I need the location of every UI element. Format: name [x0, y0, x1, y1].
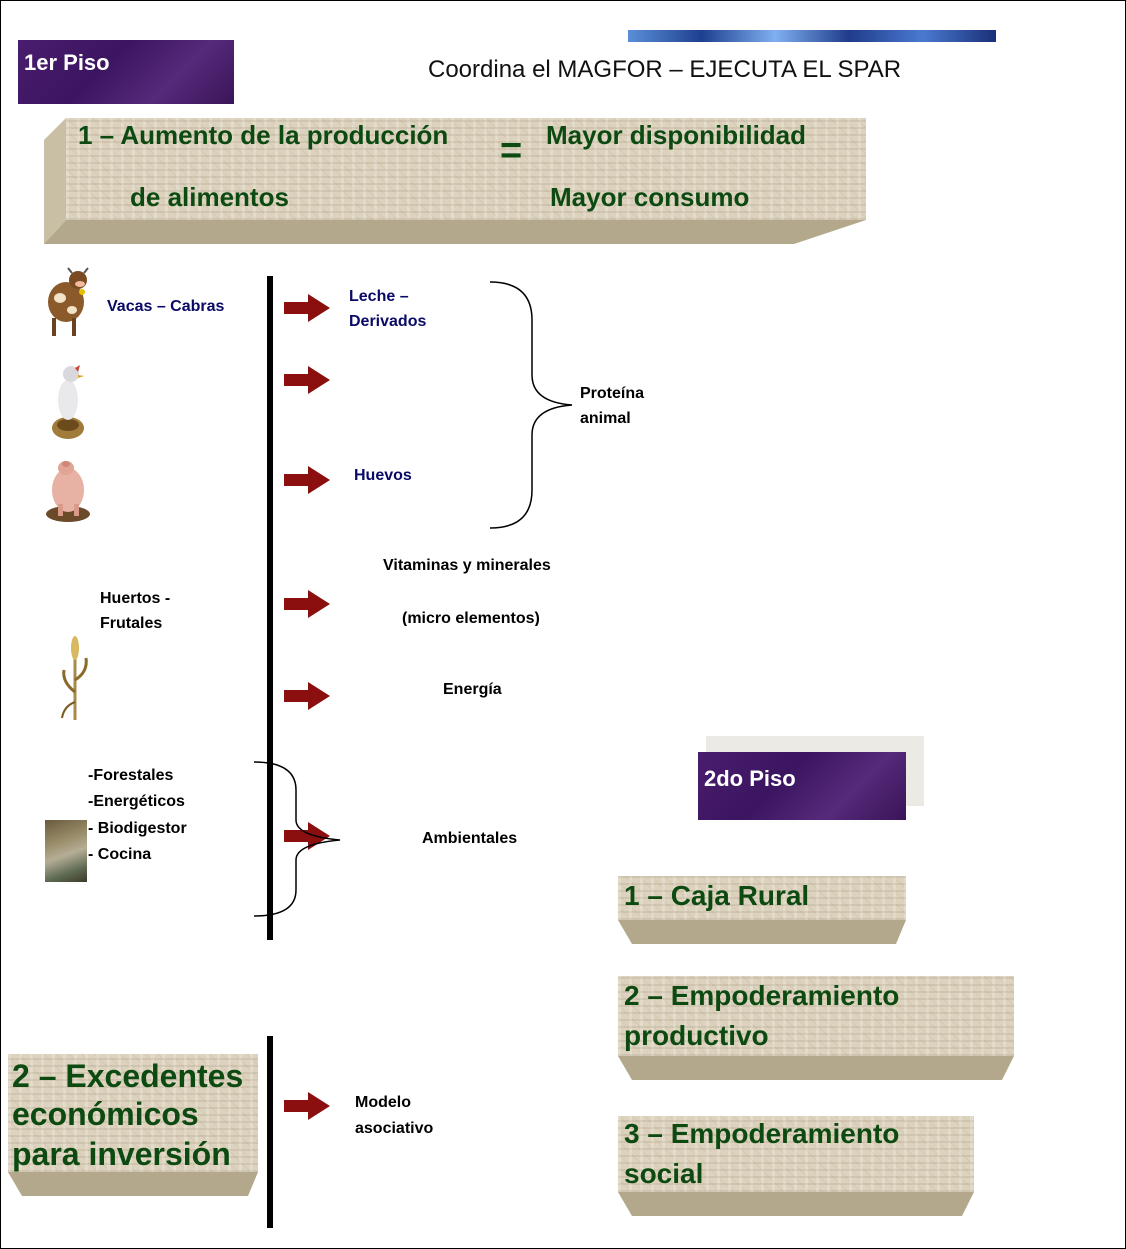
output-modelo-line1: Modelo — [355, 1094, 411, 1111]
floor2-item-label: social — [624, 1158, 704, 1189]
output-energia: Energía — [443, 681, 502, 698]
wave-decoration — [628, 30, 996, 42]
banner-right-line1: Mayor disponibilidad — [546, 120, 807, 150]
arrow-icon — [284, 682, 330, 710]
source-huertos-line1: Huertos - — [100, 590, 171, 607]
main-divider-line — [267, 276, 273, 940]
arrow-icon — [284, 466, 330, 494]
vitaminas-clip: (micro elementos) — [400, 604, 570, 626]
source-huertos-line2: Frutales — [100, 615, 163, 632]
output-proteina-line1: Proteína — [580, 385, 645, 402]
floor2-item-label: 1 – Caja Rural — [624, 880, 810, 911]
arrow-icon — [284, 590, 330, 618]
banner-left-line1: 1 – Aumento de la producción — [78, 120, 449, 150]
coordina-text: Coordina el MAGFOR – EJECUTA EL SPAR — [428, 56, 902, 83]
excedentes-line1: 2 – Excedentes — [12, 1058, 244, 1094]
corn-icon — [61, 636, 88, 720]
banner-left-line2: de alimentos — [130, 182, 289, 212]
output-huevos: Huevos — [354, 467, 412, 484]
output-vitaminas-line1: Vitaminas y minerales — [383, 557, 551, 574]
floor2-item-label: productivo — [624, 1020, 769, 1051]
arrow-icon — [284, 1092, 330, 1120]
excedentes-line2: económicos — [12, 1096, 199, 1132]
floor2-badge: 2do Piso — [698, 752, 906, 820]
output-proteina-line2: animal — [580, 410, 631, 427]
floor1-badge: 1er Piso — [18, 40, 234, 104]
output-modelo-line2: asociativo — [355, 1120, 434, 1137]
arrow-icon — [284, 366, 330, 394]
floor2-label: 2do Piso — [704, 766, 796, 791]
output-ambientales: Ambientales — [422, 830, 518, 847]
arrow-icon — [284, 294, 330, 322]
forest-item: - Cocina — [88, 846, 152, 863]
biodigester-photo — [45, 820, 87, 882]
floor2-item-label: 2 – Empoderamiento — [624, 980, 900, 1011]
banner-right-line2: Mayor consumo — [550, 182, 750, 212]
forest-item: - Biodigestor — [88, 820, 187, 837]
floor1-label: 1er Piso — [24, 50, 110, 75]
forest-item: -Forestales — [88, 767, 174, 784]
excedentes-line3: para inversión — [12, 1136, 231, 1172]
output-leche-line1: Leche – — [349, 288, 409, 305]
forest-item: -Energéticos — [88, 793, 185, 810]
output-vitaminas-line2: (micro elementos) — [402, 610, 540, 626]
lower-divider-line — [267, 1036, 273, 1228]
chicken-icon — [52, 365, 84, 439]
proteina-brace — [489, 281, 573, 529]
pig-icon — [46, 461, 90, 522]
ambientales-brace — [253, 761, 341, 917]
output-leche-line2: Derivados — [349, 313, 427, 330]
banner-equals: = — [500, 130, 523, 172]
source-vacas: Vacas – Cabras — [107, 298, 225, 315]
floor2-item-label: 3 – Empoderamiento — [624, 1118, 900, 1149]
cow-icon — [48, 267, 89, 336]
